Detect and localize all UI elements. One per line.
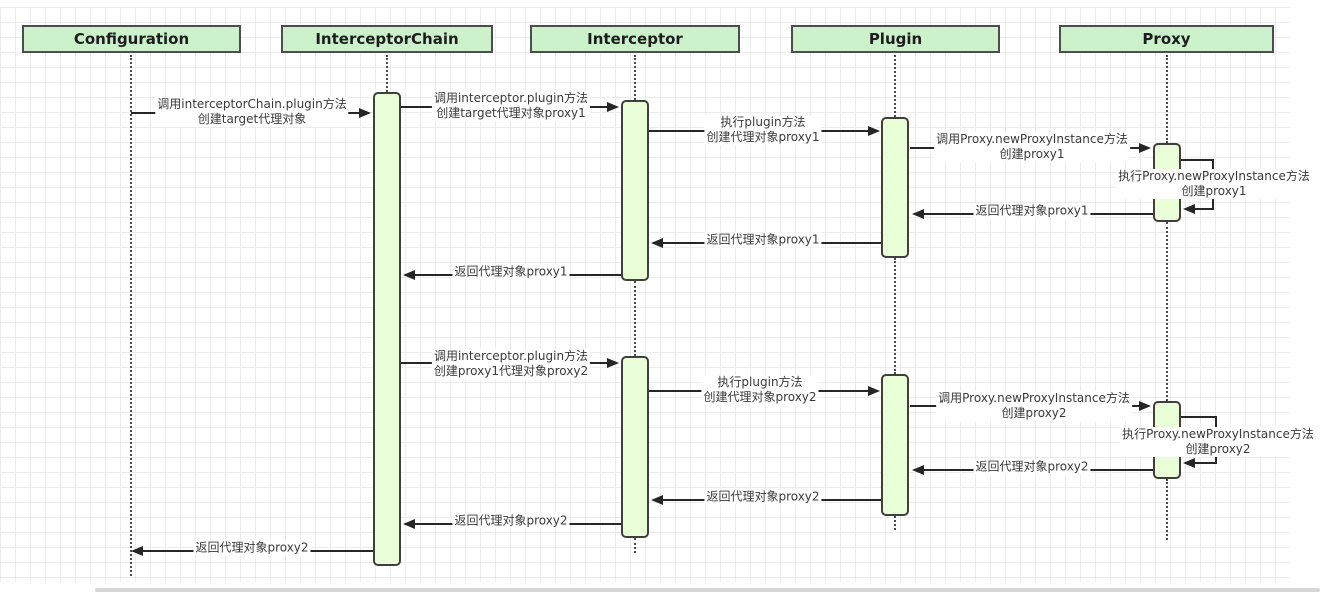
message-label[interactable]: 执行plugin方法创建代理对象proxy1 <box>704 115 822 145</box>
message-label[interactable]: 执行plugin方法创建代理对象proxy2 <box>701 375 819 405</box>
message-label[interactable]: 调用interceptorChain.plugin方法创建target代理对象 <box>155 97 349 127</box>
actor-plugin[interactable]: Plugin <box>791 25 1000 53</box>
activation-plugin-2[interactable] <box>881 374 909 516</box>
lifeline-plugin <box>894 516 896 530</box>
lifeline-configuration <box>130 55 132 576</box>
actor-label: Interceptor <box>587 30 683 48</box>
message-label[interactable]: 返回代理对象proxy2 <box>452 513 570 529</box>
message-label[interactable]: 调用interceptor.plugin方法创建proxy1代理对象proxy2 <box>431 349 591 379</box>
activation-interceptorchain[interactable] <box>373 92 401 566</box>
lifeline-interceptorchain <box>386 55 388 92</box>
message-label[interactable]: 返回代理对象proxy1 <box>704 232 822 248</box>
actor-label: InterceptorChain <box>315 30 459 48</box>
lifeline-plugin <box>894 55 896 117</box>
lifeline-plugin <box>894 258 896 374</box>
lifeline-interceptor <box>634 281 636 356</box>
activation-plugin-1[interactable] <box>881 117 909 258</box>
actor-interceptorchain[interactable]: InterceptorChain <box>281 25 493 53</box>
message-label[interactable]: 返回代理对象proxy2 <box>193 540 311 556</box>
lifeline-interceptor <box>634 55 636 100</box>
horizontal-scrollbar[interactable] <box>95 588 1320 592</box>
actor-interceptor[interactable]: Interceptor <box>530 25 740 53</box>
actor-label: Plugin <box>868 30 923 48</box>
message-label[interactable]: 返回代理对象proxy1 <box>452 264 570 280</box>
lifeline-proxy <box>1166 479 1168 540</box>
lifeline-proxy <box>1166 55 1168 143</box>
message-label[interactable]: 执行Proxy.newProxyInstance方法创建proxy2 <box>1120 427 1316 457</box>
message-label[interactable]: 调用Proxy.newProxyInstance方法创建proxy2 <box>936 391 1132 421</box>
message-label[interactable]: 返回代理对象proxy2 <box>973 459 1091 475</box>
message-label[interactable]: 调用Proxy.newProxyInstance方法创建proxy1 <box>934 132 1130 162</box>
actor-configuration[interactable]: Configuration <box>22 25 241 53</box>
lifeline-proxy <box>1166 222 1168 401</box>
activation-interceptor-1[interactable] <box>621 100 649 281</box>
actor-label: Configuration <box>73 30 190 48</box>
message-label[interactable]: 调用interceptor.plugin方法创建target代理对象proxy1 <box>431 91 591 121</box>
actor-proxy[interactable]: Proxy <box>1059 25 1274 53</box>
message-label[interactable]: 执行Proxy.newProxyInstance方法创建proxy1 <box>1116 169 1312 199</box>
message-label[interactable]: 返回代理对象proxy2 <box>704 489 822 505</box>
activation-interceptor-2[interactable] <box>621 356 649 538</box>
lifeline-interceptor <box>634 538 636 553</box>
actor-label: Proxy <box>1142 30 1191 48</box>
message-label[interactable]: 返回代理对象proxy1 <box>973 203 1091 219</box>
